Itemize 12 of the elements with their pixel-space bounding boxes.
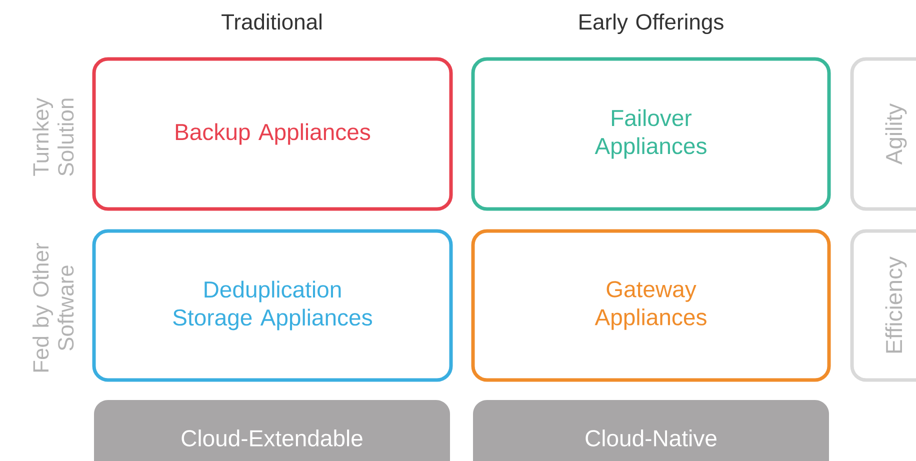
bottom-tab: Cloud-Extendable: [94, 400, 450, 461]
row-label: Fed by Other Software: [32, 242, 74, 372]
side-tab: Agility: [850, 57, 916, 211]
category-box: Failover Appliances: [471, 57, 831, 211]
column-heading: Early Offerings: [580, 14, 724, 34]
category-box: Gateway Appliances: [471, 229, 831, 382]
category-box: Deduplication Storage Appliances: [92, 229, 453, 382]
column-heading: Traditional: [222, 14, 322, 30]
bottom-tab: Cloud-Native: [473, 400, 829, 461]
side-tab: Efficiency: [850, 229, 916, 382]
category-box: Backup Appliances: [92, 57, 453, 211]
row-label: Turnkey Solution: [32, 98, 74, 176]
